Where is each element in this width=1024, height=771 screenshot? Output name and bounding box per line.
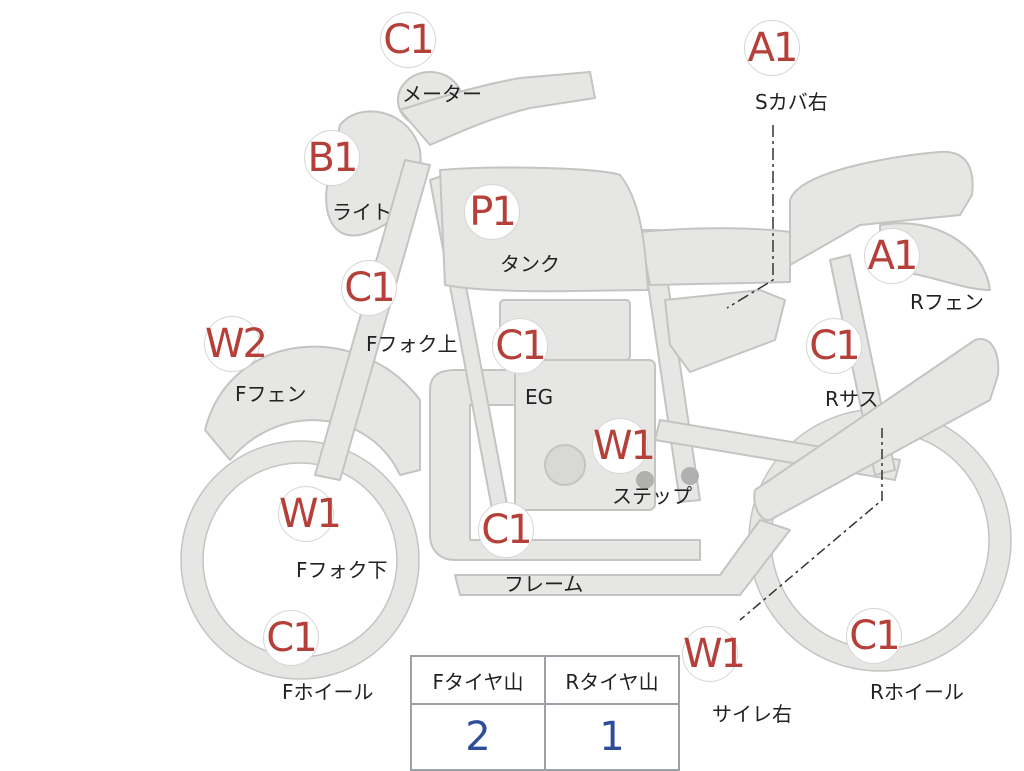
grade-badge: C1	[806, 318, 862, 374]
part-label: ライト	[332, 200, 392, 224]
grade-badge: W1	[592, 418, 656, 474]
table-header-row: Fタイヤ山 Rタイヤ山	[410, 655, 680, 705]
part-label: ステップ	[612, 484, 692, 508]
grade-badge: A1	[864, 228, 920, 284]
grade-badge: C1	[380, 12, 436, 68]
front-wheel-shape	[181, 441, 419, 679]
rear-tire-tread-header: Rタイヤ山	[544, 655, 680, 705]
grade-badge: C1	[478, 502, 534, 558]
handlebar-shape	[399, 71, 596, 146]
part-label: サイレ右	[712, 702, 792, 726]
part-label: Fフォク上	[366, 332, 458, 356]
part-label: タンク	[500, 252, 560, 276]
frame-cradle-shape	[429, 369, 701, 561]
part-label: Rホイール	[870, 680, 964, 704]
front-fork-shape	[314, 159, 431, 481]
side-cover-shape	[664, 289, 786, 373]
grade-badge: C1	[341, 260, 397, 316]
grade-badge: C1	[492, 318, 548, 374]
part-label: Fフォク下	[296, 558, 388, 582]
part-label: Rサス	[825, 387, 879, 411]
grade-badge: W2	[204, 316, 268, 372]
part-label: Fフェン	[235, 382, 307, 406]
tire-tread-table: Fタイヤ山 Rタイヤ山 2 1	[410, 655, 680, 771]
part-label: メーター	[402, 82, 482, 106]
part-label: Rフェン	[910, 290, 984, 314]
table-value-row: 2 1	[410, 703, 680, 771]
seat-shape	[789, 150, 974, 266]
part-label: EG	[525, 385, 554, 409]
grade-badge: C1	[846, 608, 902, 664]
rear-tire-tread-value: 1	[544, 703, 680, 771]
part-label: Sカバ右	[755, 90, 828, 114]
front-tire-tread-header: Fタイヤ山	[410, 655, 546, 705]
grade-badge: A1	[744, 20, 800, 76]
grade-badge: W1	[682, 626, 746, 682]
grade-badge: W1	[278, 486, 342, 542]
muffler-shape	[753, 338, 1000, 522]
front-tire-tread-value: 2	[410, 703, 546, 771]
grade-badge: P1	[464, 184, 520, 240]
part-label: Fホイール	[282, 680, 374, 704]
grade-badge: C1	[263, 610, 319, 666]
part-label: フレーム	[504, 572, 584, 596]
grade-badge: B1	[304, 130, 360, 186]
